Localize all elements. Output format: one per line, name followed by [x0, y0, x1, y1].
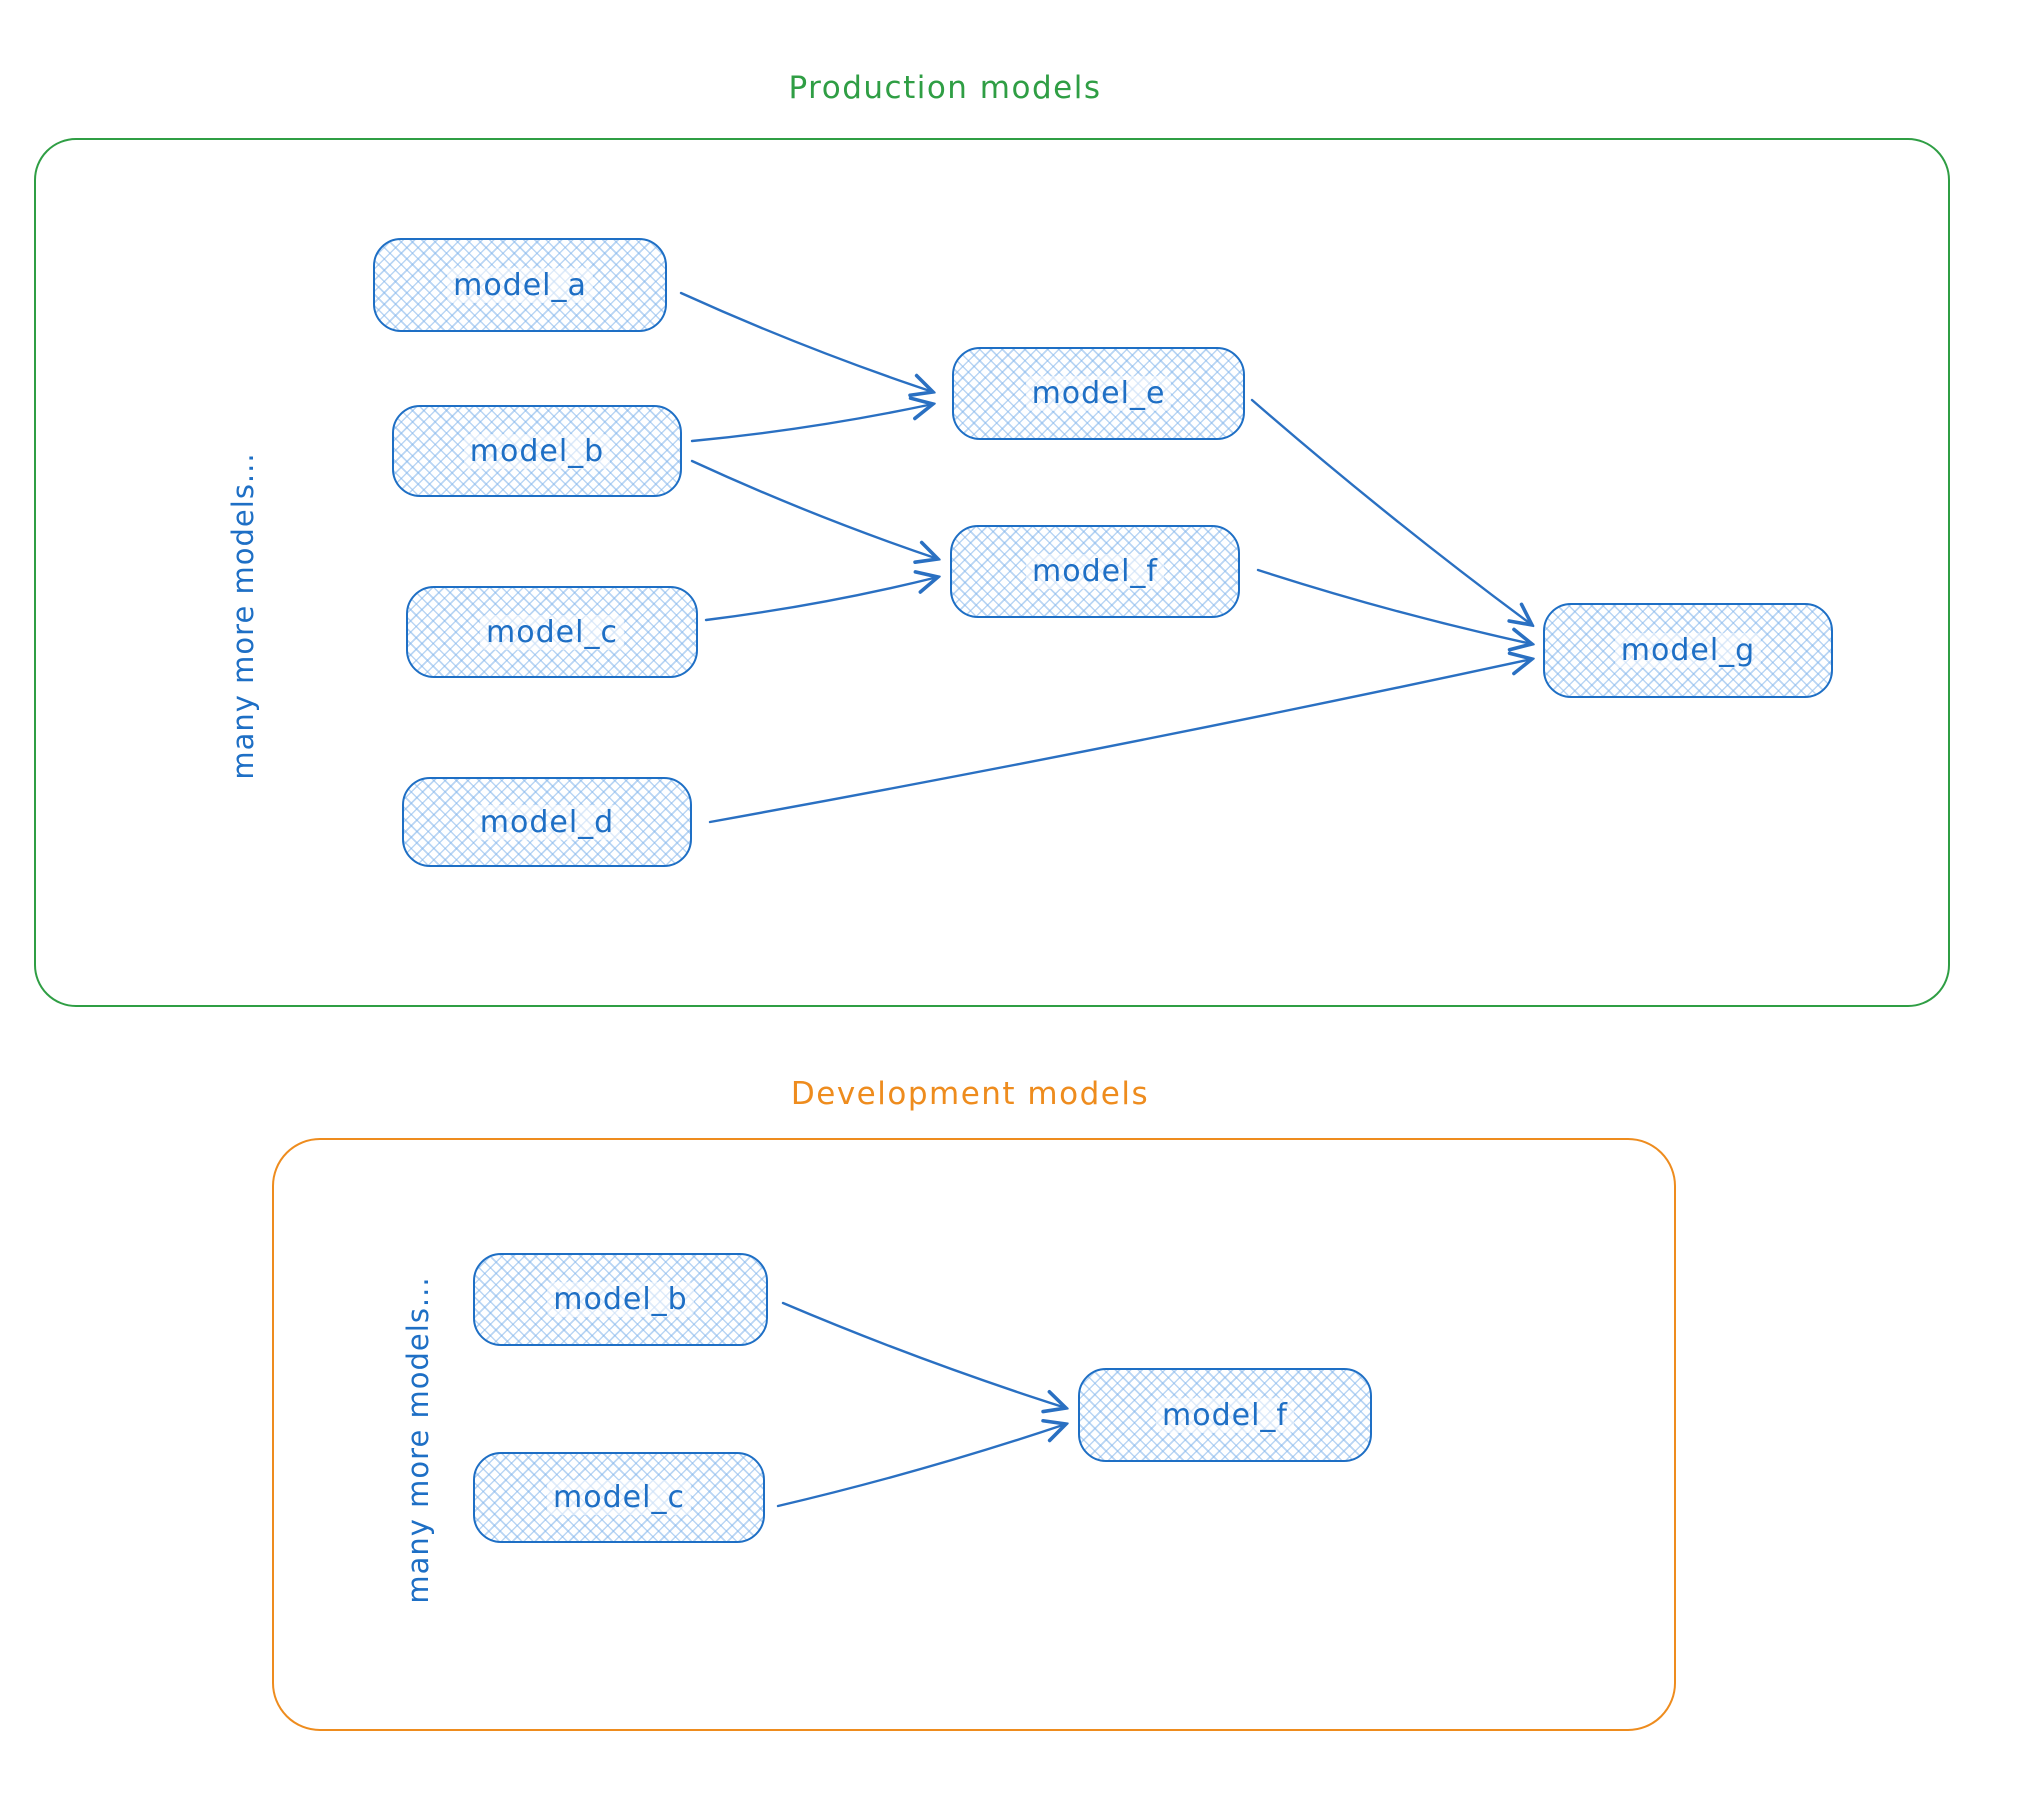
node-label: model_g	[1614, 633, 1762, 668]
node-production-model_a: model_a	[373, 238, 667, 332]
node-production-model_d: model_d	[402, 777, 692, 867]
node-label: model_b	[463, 433, 611, 469]
node-label: model_f	[1026, 554, 1164, 589]
development-section-title: Development models	[790, 1076, 1150, 1112]
node-production-model_e: model_e	[952, 347, 1245, 440]
node-label: model_c	[547, 1480, 691, 1515]
node-label: model_a	[447, 267, 593, 303]
node-production-model_f: model_f	[950, 525, 1240, 618]
development-section-frame	[272, 1138, 1676, 1731]
production-many-more-models-label: many more models...	[226, 452, 260, 780]
node-development-model_c: model_c	[473, 1452, 765, 1543]
node-production-model_g: model_g	[1543, 603, 1833, 698]
node-production-model_c: model_c	[406, 586, 698, 678]
node-production-model_b: model_b	[392, 405, 682, 497]
node-label: model_f	[1156, 1397, 1294, 1433]
development-many-more-models-label: many more models...	[401, 1276, 435, 1604]
node-label: model_c	[480, 614, 624, 650]
node-development-model_b: model_b	[473, 1253, 768, 1346]
node-label: model_e	[1025, 376, 1172, 411]
production-section-title: Production models	[788, 70, 1102, 106]
node-development-model_f: model_f	[1078, 1368, 1372, 1462]
production-section-frame	[34, 138, 1950, 1007]
node-label: model_d	[473, 804, 621, 840]
node-label: model_b	[547, 1282, 694, 1317]
